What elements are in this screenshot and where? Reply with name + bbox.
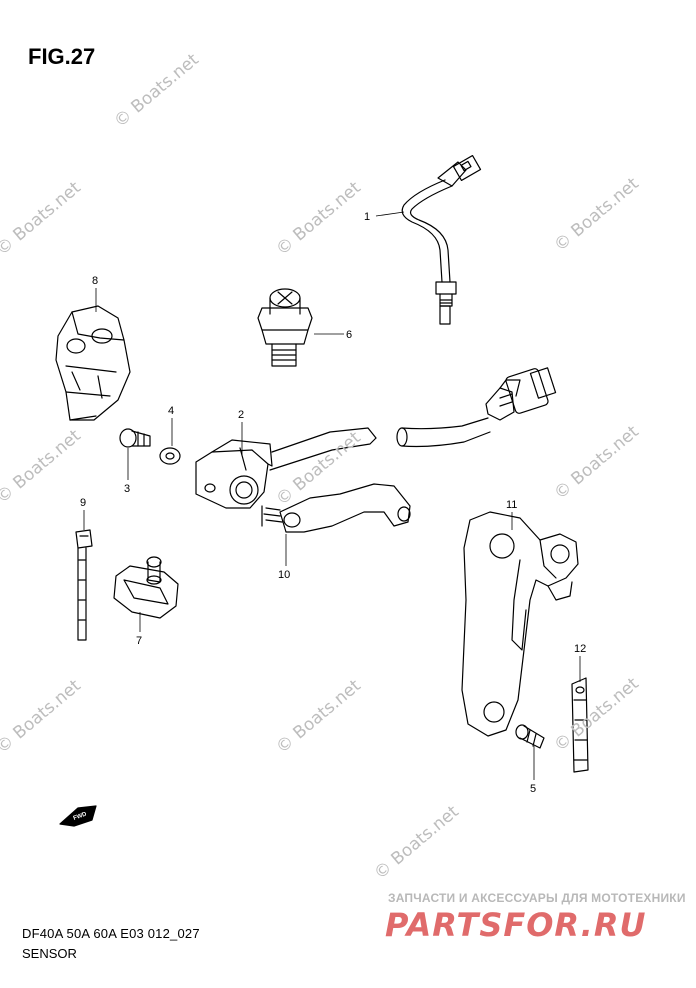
callout-2: 2: [238, 409, 244, 421]
callout-3: 3: [124, 483, 130, 495]
figure-title: FIG.27: [28, 44, 96, 69]
watermark: © Boats.net: [550, 674, 643, 756]
fwd-arrow-icon: [59, 805, 97, 827]
callout-9: 9: [80, 497, 86, 509]
callout-1: 1: [364, 211, 370, 223]
callout-labels: 1 2 3 4 5 6 7 8 9 10 11 12: [80, 211, 586, 795]
part-8-holder: [55, 305, 131, 421]
watermarks: © Boats.net © Boats.net © Boats.net © Bo…: [0, 50, 643, 884]
watermark: © Boats.net: [0, 178, 85, 260]
callout-4: 4: [168, 405, 174, 417]
callout-8: 8: [92, 275, 98, 287]
shop-tagline: ЗАПЧАСТИ И АКСЕССУАРЫ ДЛЯ МОТОТЕХНИКИ: [388, 891, 686, 905]
part-12-clamp: [571, 677, 589, 773]
fwd-label: FWD: [73, 811, 89, 822]
callout-10: 10: [278, 569, 290, 581]
watermark: © Boats.net: [550, 174, 643, 256]
callout-7: 7: [136, 635, 142, 647]
shop-logo: PARTSFOR.RU: [385, 906, 647, 944]
part-3-bolt: [119, 428, 151, 448]
watermark: © Boats.net: [272, 428, 365, 510]
part-6-pressure-sensor: [257, 288, 313, 367]
watermark: © Boats.net: [0, 676, 85, 758]
part-11-main-bracket: [461, 511, 579, 737]
watermark: © Boats.net: [272, 178, 365, 260]
watermark: © Boats.net: [110, 50, 203, 132]
leader-lines: [83, 211, 581, 780]
part-4-washer: [159, 447, 181, 465]
callout-11: 11: [506, 499, 517, 511]
part-10-bracket: [261, 483, 411, 533]
section-label: SENSOR: [22, 946, 77, 961]
part-9-cable-tie: [75, 529, 93, 641]
part-2-sensor-harness: [195, 367, 557, 509]
part-5-bolt: [515, 724, 545, 749]
part-7-clip: [113, 556, 179, 619]
watermark: © Boats.net: [550, 422, 643, 504]
figure-code: DF40A 50A 60A E03 012_027: [22, 926, 200, 941]
watermark: © Boats.net: [0, 426, 85, 508]
part-1-sensor-lead: [401, 154, 482, 325]
callout-12: 12: [574, 643, 586, 655]
callout-5: 5: [530, 783, 536, 795]
watermark: © Boats.net: [272, 676, 365, 758]
callout-6: 6: [346, 329, 352, 341]
watermark: © Boats.net: [370, 802, 463, 884]
